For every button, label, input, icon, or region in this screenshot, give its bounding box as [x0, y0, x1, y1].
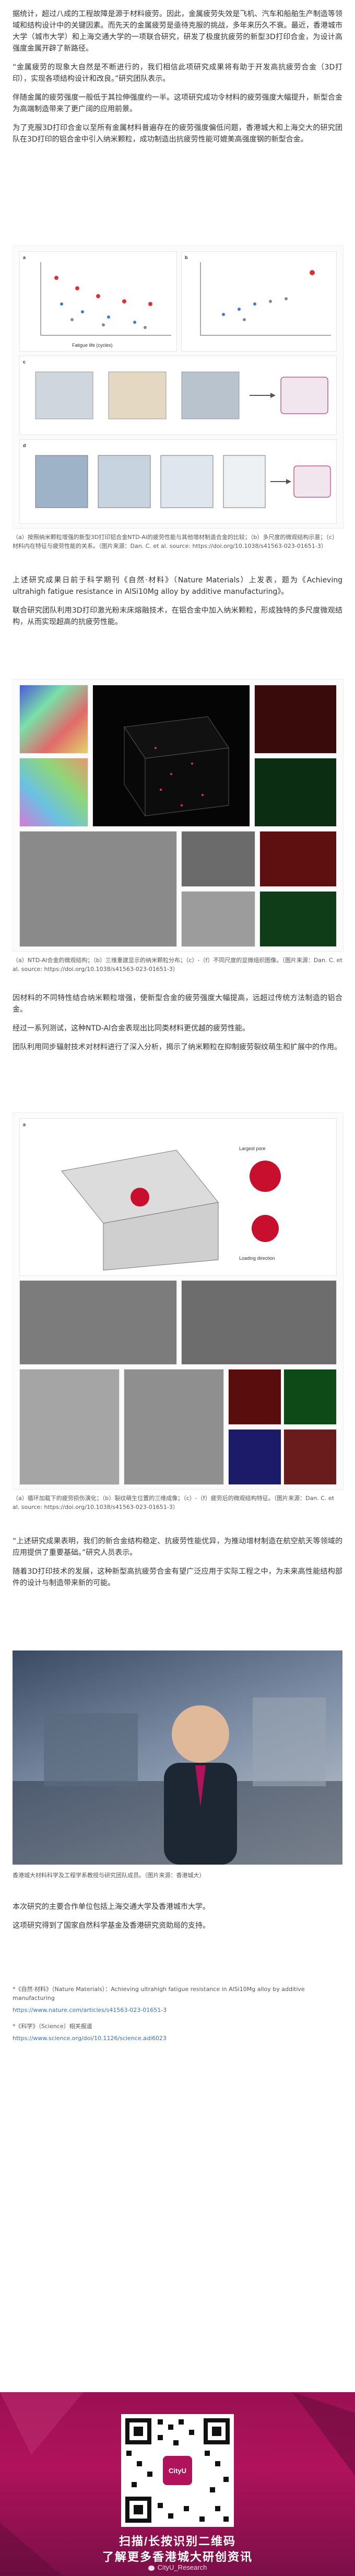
reference-1: *《自然·材料》（Nature Materials）：Achieving ult… — [13, 1985, 342, 2003]
footer-line-2: 了解更多香港城大研创资讯 — [102, 2550, 253, 2563]
qr-code-svg: CityU — [125, 2418, 230, 2523]
body-section-3: 因材料的不同特性结合纳米颗粒增强，使新型合金的疲劳强度大幅提高，远超过传统方法制… — [0, 992, 355, 1053]
reference-2-label: *《科学》 — [13, 2023, 39, 2030]
reference-1-text: （Nature Materials）：Achieving ultrahigh f… — [13, 1986, 305, 2001]
sem-image-2 — [181, 831, 255, 887]
fatigue-chart-b-panel: b — [181, 251, 337, 352]
paragraph-6: 联合研究团队利用3D打印激光粉末床熔融技术，在铝合金中加入纳米颗粒，形成独特的多… — [13, 606, 342, 626]
element-map-2 — [254, 758, 337, 827]
paragraph-3: 伴随金属的疲劳强度一般低于其拉伸强度约一半。这项研究成功令材料的疲劳强度大幅提升… — [13, 93, 342, 113]
footer-handle-text: CityU_Research — [157, 2563, 207, 2571]
paragraph-9: 团队利用同步辐射技术对材料进行了深入分析，揭示了纳米颗粒在抑制疲劳裂纹萌生和扩展… — [13, 1043, 341, 1051]
paragraph-1: 据统计，超过八成的工程故障是源于材料疲劳。因此，金属疲劳失效是飞机、汽车和船舶生… — [13, 10, 342, 53]
svg-text:b: b — [185, 255, 188, 260]
body-section-2: 上述研究成果日前于科学期刊《自然·材料》（Nature Materials）上发… — [0, 575, 355, 628]
figure-1: a Fatigue life (cycles) b — [13, 245, 344, 529]
structure-diagram: d — [23, 443, 331, 508]
microstructure-panel: c — [19, 356, 337, 435]
paragraph-10: “上述研究成果表明，我们的新合金结构稳定、抗疲劳性能优异，为推动增材制造在航空航… — [13, 1537, 342, 1557]
photo-caption: 香港城大材料科学及工程学系教授与研究团队成员。（图片来源：香港城大） — [13, 1872, 205, 1879]
fracture-image-1 — [19, 1280, 177, 1365]
sem-crack-1 — [19, 1369, 120, 1485]
crack-map-3 — [228, 1429, 281, 1485]
reference-2-link[interactable]: https://www.science.org/doi/10.1126/scie… — [13, 2035, 167, 2042]
paragraph-12: 本次研究的主要合作单位包括上海交通大学及香港城市大学。 — [13, 1903, 210, 1911]
paragraph-13: 这项研究得到了国家自然科学基金及香港研究资助局的支持。 — [13, 1922, 210, 1930]
paragraph-4: 为了克服3D打印合金以至所有金属材料普遍存在的疲劳强度偏低问题，香港城大和上海交… — [13, 124, 342, 144]
footer-decoration — [0, 2392, 355, 2576]
sem-crack-2 — [124, 1369, 224, 1485]
figure-2 — [13, 679, 344, 952]
paragraph-5: 上述研究成果日前于科学期刊《自然·材料》（Nature Materials）上发… — [13, 576, 342, 596]
tomography-svg — [124, 716, 229, 817]
sem-image-1 — [19, 831, 177, 947]
caption-3-section: （a）循环加载下的疲劳损伤演化；（b）裂纹萌生位置的三维成像；（c）-（f）疲劳… — [0, 1494, 355, 1512]
ebsd-map-1 — [19, 685, 88, 754]
element-map-4 — [259, 891, 337, 947]
chart-xlabel: Fatigue life (cycles) — [72, 343, 113, 348]
photo-caption-section: 香港城大材料科学及工程学系教授与研究团队成员。（图片来源：香港城大） — [0, 1871, 355, 1880]
paragraph-8: 经过一系列测试，这种NTD-Al合金表现出比同类材料更优越的疲劳性能。 — [13, 1024, 250, 1033]
label-loading-direction: Loading direction — [239, 1256, 275, 1261]
crack-map-4 — [283, 1429, 337, 1485]
reference-1-link[interactable]: https://www.nature.com/articles/s41563-0… — [13, 2007, 167, 2013]
researcher-photo — [13, 1650, 342, 1865]
fatigue-chart: a Fatigue life (cycles) — [23, 255, 171, 348]
element-map-3 — [259, 831, 337, 887]
reference-2-text: （Science）相关报道 — [38, 2023, 92, 2030]
figure-3: a Largest pore Loading direction — [13, 1113, 344, 1490]
svg-text:d: d — [23, 443, 26, 448]
fatigue-damage-diagram: a Largest pore Loading direction — [23, 1122, 281, 1271]
label-largest-pore: Largest pore — [239, 1146, 266, 1151]
sem-image-3 — [181, 891, 255, 947]
paragraph-11: 随着3D打印技术的发展，这种新型高抗疲劳合金有望广泛应用于实际工程之中，为未来高… — [13, 1567, 342, 1587]
references-section: *《自然·材料》（Nature Materials）：Achieving ult… — [0, 1985, 355, 2043]
microstructure-diagram: c — [23, 359, 328, 419]
fatigue-chart-panel: a Fatigue life (cycles) — [19, 251, 177, 352]
caption-1-section: （a）按照纳米颗粒增强的新型3D打印铝合金NTD-Al的疲劳性能与其他增材制造合… — [0, 533, 355, 551]
figure-2-caption: （a）NTD-Al合金的微观结构；（b）三维重建显示的纳米颗粒分布；（c）-（f… — [13, 957, 342, 973]
body-section-5: 本次研究的主要合作单位包括上海交通大学及香港城市大学。 这项研究得到了国家自然科… — [0, 1901, 355, 1931]
tomography-3d — [92, 685, 250, 827]
reference-2: *《科学》（Science）相关报道 — [13, 2022, 342, 2031]
svg-text:a: a — [23, 1122, 26, 1127]
structure-panel: d — [19, 439, 337, 524]
figure-1-caption: （a）按照纳米颗粒增强的新型3D打印铝合金NTD-Al的疲劳性能与其他增材制造合… — [13, 534, 338, 549]
fracture-image-2 — [181, 1280, 337, 1365]
body-section-4: “上述研究成果表明，我们的新合金结构稳定、抗疲劳性能优异，为推动增材制造在航空航… — [0, 1536, 355, 1589]
crack-map-1 — [228, 1369, 281, 1425]
reference-1-label: *《自然·材料》 — [13, 1986, 52, 1993]
researcher-photo-svg — [13, 1697, 342, 1865]
svg-text:a: a — [23, 255, 26, 260]
crack-map-2 — [283, 1369, 337, 1425]
paragraph-7: 因材料的不同特性结合纳米颗粒增强，使新型合金的疲劳强度大幅提高，远超过传统方法制… — [13, 994, 342, 1014]
fatigue-chart-b: b — [185, 255, 331, 336]
qr-badge-text: CityU — [169, 2467, 186, 2475]
footer-handle: CityU_Research — [0, 2563, 355, 2571]
footer-line-1: 扫描/长按识别二维码 — [119, 2535, 236, 2548]
svg-text:c: c — [23, 359, 26, 365]
intro-section: 据统计，超过八成的工程故障是源于材料疲劳。因此，金属疲劳失效是飞机、汽车和船舶生… — [0, 8, 355, 145]
fatigue-damage-panel: a Largest pore Loading direction — [19, 1118, 337, 1276]
qr-code[interactable]: CityU — [121, 2414, 234, 2527]
ebsd-map-2 — [19, 758, 88, 827]
caption-2-section: （a）NTD-Al合金的微观结构；（b）三维重建显示的纳米颗粒分布；（c）-（f… — [0, 956, 355, 974]
element-map-1 — [254, 685, 337, 754]
paragraph-2: “金属疲劳的现象大自然是不断进行的，我们相信此项研究成果将有助于开发高抗疲劳合金… — [13, 63, 342, 83]
wechat-icon — [148, 2565, 155, 2571]
figure-3-caption: （a）循环加载下的疲劳损伤演化；（b）裂纹萌生位置的三维成像；（c）-（f）疲劳… — [13, 1495, 335, 1511]
